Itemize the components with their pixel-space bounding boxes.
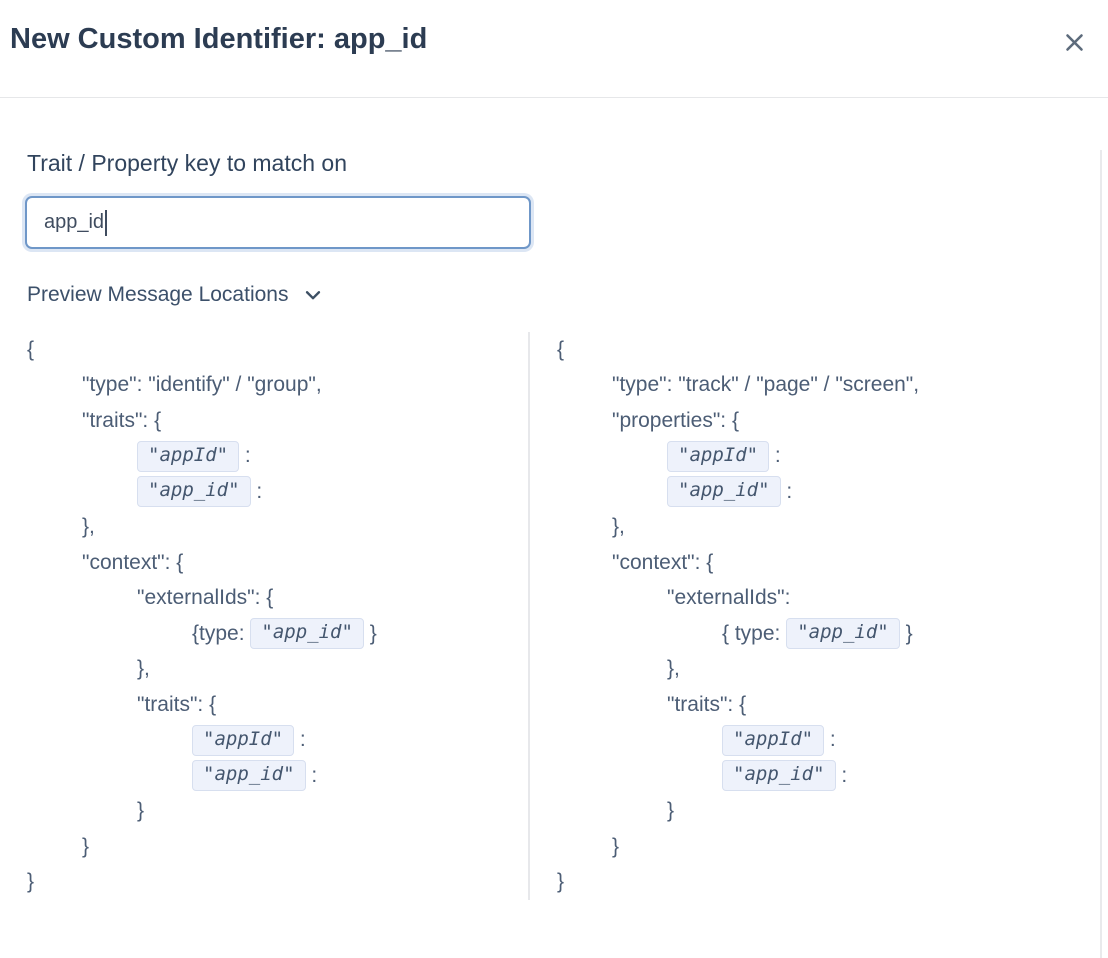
track-page-screen-preview-panel: { "type": "track" / "page" / "screen", "pr… — [530, 332, 1108, 900]
identifier-badge: "app_id" — [667, 476, 781, 508]
code-line: "traits": { — [557, 687, 1108, 723]
identify-group-preview-panel: { "type": "identify" / "group", "traits": … — [0, 332, 528, 900]
identifier-badge: "appId" — [667, 440, 770, 472]
close-icon — [1065, 33, 1084, 52]
code-line: "context": { — [27, 545, 528, 581]
key-input[interactable]: app_id — [25, 196, 531, 249]
code-text: } — [557, 870, 565, 894]
identifier-badge: "app_id" — [192, 760, 306, 792]
identifier-badge: "appId" — [192, 724, 295, 756]
code-line: } — [557, 829, 1108, 865]
identifier-badge: "app_id" — [250, 618, 364, 650]
code-text: : — [835, 763, 848, 787]
code-text: : — [824, 728, 836, 752]
code-line: }, — [557, 510, 1108, 546]
code-line: "app_id" : — [27, 474, 528, 510]
panel-divider — [528, 332, 530, 900]
code-line: "appId" : — [557, 439, 1108, 475]
code-line: } — [557, 865, 1108, 901]
key-input-value: app_id — [44, 211, 105, 233]
identifier-badge: "app_id" — [722, 760, 836, 792]
code-line: "app_id" : — [557, 474, 1108, 510]
code-line: } — [27, 829, 528, 865]
code-line: "context": { — [557, 545, 1108, 581]
code-text: "type": "track" / "page" / "screen", — [612, 373, 920, 397]
preview-locations-toggle-label: Preview Message Locations — [27, 283, 289, 306]
code-line: "app_id" : — [557, 758, 1108, 794]
code-line: "appId" : — [27, 723, 528, 759]
code-text: }, — [137, 657, 150, 681]
code-text: } — [363, 621, 377, 645]
chevron-down-icon — [302, 284, 324, 306]
code-text: }, — [82, 515, 95, 539]
code-text: }, — [612, 515, 625, 539]
code-text: {type: — [192, 621, 251, 645]
code-text: "externalIds": { — [137, 586, 274, 610]
code-text: "properties": { — [612, 408, 739, 432]
code-line: } — [27, 865, 528, 901]
modal-header: New Custom Identifier: app_id — [0, 0, 1108, 98]
code-text: } — [137, 799, 145, 823]
code-text: "context": { — [82, 550, 184, 574]
identifier-badge: "app_id" — [786, 618, 900, 650]
code-text: { — [557, 337, 565, 361]
identifier-badge: "appId" — [722, 724, 825, 756]
code-line: {type: "app_id" } — [27, 616, 528, 652]
code-text: "traits": { — [667, 692, 747, 716]
code-line: "externalIds": { — [27, 581, 528, 617]
code-line: "app_id" : — [27, 758, 528, 794]
code-line: "traits": { — [27, 687, 528, 723]
code-line: "type": "track" / "page" / "screen", — [557, 368, 1108, 404]
close-button[interactable] — [1060, 28, 1088, 56]
code-text: : — [239, 444, 251, 468]
key-field-label: Trait / Property key to match on — [27, 150, 347, 176]
code-line: { type: "app_id" } — [557, 616, 1108, 652]
identifier-badge: "appId" — [137, 440, 240, 472]
code-line: } — [557, 794, 1108, 830]
code-text: "externalIds": — [667, 586, 791, 610]
code-text: } — [667, 799, 675, 823]
code-line: "properties": { — [557, 403, 1108, 439]
code-text: "context": { — [612, 550, 714, 574]
code-line: { — [557, 332, 1108, 368]
code-text: : — [769, 444, 781, 468]
content-right-border — [1100, 150, 1102, 958]
modal-title: New Custom Identifier: app_id — [10, 23, 428, 55]
code-line: }, — [557, 652, 1108, 688]
code-text: : — [294, 728, 306, 752]
code-line: }, — [27, 510, 528, 546]
code-text: "traits": { — [137, 692, 217, 716]
code-line: } — [27, 794, 528, 830]
preview-locations-toggle[interactable]: Preview Message Locations — [27, 283, 324, 307]
modal-body: Trait / Property key to match on app_id … — [0, 150, 1108, 958]
code-text: : — [780, 479, 793, 503]
code-text: } — [612, 834, 620, 858]
code-text: "type": "identify" / "group", — [82, 373, 322, 397]
code-line: }, — [27, 652, 528, 688]
text-cursor — [105, 209, 108, 236]
message-preview-panels: { "type": "identify" / "group", "traits": … — [0, 332, 1108, 900]
code-text: : — [305, 763, 318, 787]
code-line: "externalIds": — [557, 581, 1108, 617]
code-text: } — [27, 870, 35, 894]
code-line: "traits": { — [27, 403, 528, 439]
code-line: "appId" : — [27, 439, 528, 475]
code-text: { type: — [722, 621, 787, 645]
identifier-badge: "app_id" — [137, 476, 251, 508]
code-text: "traits": { — [82, 408, 162, 432]
code-line: { — [27, 332, 528, 368]
code-text: : — [250, 479, 263, 503]
code-line: "appId" : — [557, 723, 1108, 759]
code-text: }, — [667, 657, 680, 681]
code-text: } — [899, 621, 913, 645]
code-text: { — [27, 337, 35, 361]
code-text: } — [82, 834, 90, 858]
code-line: "type": "identify" / "group", — [27, 368, 528, 404]
